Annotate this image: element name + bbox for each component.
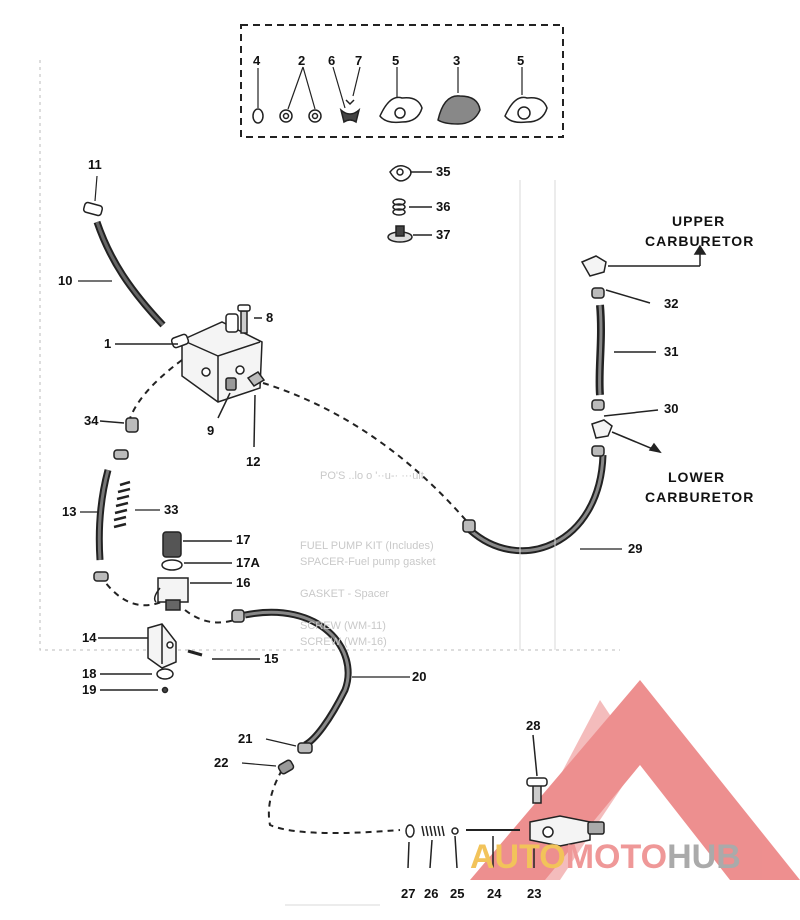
label-part-27: 27 <box>401 886 416 901</box>
spring-33 <box>113 480 160 529</box>
fuel-filter-assembly <box>153 531 245 623</box>
label-part-36: 36 <box>436 199 451 214</box>
faint-row: FUEL PUMP KIT (Includes) <box>300 540 434 552</box>
label-part-24: 24 <box>487 886 502 901</box>
label-part-29: 29 <box>628 541 643 556</box>
faint-row: GASKET - Spacer <box>300 588 390 600</box>
label-part-5a: 5 <box>392 53 400 68</box>
label-part-30: 30 <box>664 401 679 416</box>
label-part-2: 2 <box>298 53 306 68</box>
label-part-22: 22 <box>214 755 229 770</box>
label-part-35: 35 <box>436 164 451 179</box>
label-part-7: 7 <box>355 53 363 68</box>
label-part-6: 6 <box>328 53 336 68</box>
label-part-17: 17 <box>236 532 251 547</box>
parts-35-37 <box>387 165 432 243</box>
label-part-31: 31 <box>664 344 679 359</box>
label-part-37: 37 <box>436 227 451 242</box>
faint-row: SPACER-Fuel pump gasket <box>300 556 436 568</box>
label-part-12: 12 <box>246 454 261 469</box>
hose-20 <box>241 608 410 775</box>
label-part-4: 4 <box>253 53 261 68</box>
label-part-17a: 17A <box>236 555 260 570</box>
hose-10 <box>78 175 166 328</box>
watermark-moto: MOTO <box>565 838 668 876</box>
fuel-pump <box>115 304 266 448</box>
faint-row: SCREW (WM-11) <box>300 620 386 632</box>
label-part-32: 32 <box>664 296 679 311</box>
hose-29 <box>462 454 622 555</box>
background-frame <box>39 60 620 651</box>
kit-parts <box>252 95 548 125</box>
faint-table-lines <box>285 180 556 906</box>
hose-13 <box>80 469 112 582</box>
label-part-23: 23 <box>527 886 542 901</box>
label-part-11: 11 <box>88 157 102 172</box>
label-part-18: 18 <box>82 666 97 681</box>
upper-carburetor-label-line2: CARBURETOR <box>645 233 755 249</box>
fitting-34 <box>99 417 139 433</box>
label-part-16: 16 <box>236 575 251 590</box>
carburetor-lines <box>580 244 707 457</box>
label-part-8: 8 <box>266 310 274 325</box>
label-part-26: 26 <box>424 886 439 901</box>
label-part-21: 21 <box>238 731 253 746</box>
label-part-28: 28 <box>526 718 541 733</box>
label-part-25: 25 <box>450 886 465 901</box>
label-part-1: 1 <box>104 336 112 351</box>
label-part-34: 34 <box>84 413 99 428</box>
label-part-10: 10 <box>58 273 73 288</box>
faint-row: SCREW (WM-16) <box>300 636 387 648</box>
label-part-14: 14 <box>82 630 97 645</box>
bottom-valve-assembly <box>405 734 605 869</box>
label-part-20: 20 <box>412 669 427 684</box>
faint-row: PO'S ..lo o '··u-· ···ult <box>320 470 424 482</box>
label-part-9: 9 <box>207 423 215 438</box>
watermark-text: AUTOMOTOHUB <box>470 838 741 876</box>
upper-carburetor-label-line1: UPPER <box>672 213 726 229</box>
lower-carburetor-label-line1: LOWER <box>668 469 726 485</box>
label-part-19: 19 <box>82 682 97 697</box>
label-part-5b: 5 <box>517 53 525 68</box>
watermark-hub: HUB <box>667 838 741 876</box>
label-part-15: 15 <box>264 651 279 666</box>
label-part-3: 3 <box>453 53 461 68</box>
lower-carburetor-label-line2: CARBURETOR <box>645 489 755 505</box>
label-part-13: 13 <box>62 504 77 519</box>
repair-kit-box <box>240 24 564 138</box>
watermark-auto: AUTO <box>470 838 566 876</box>
label-part-33: 33 <box>164 502 179 517</box>
bracket-assembly <box>98 623 260 694</box>
